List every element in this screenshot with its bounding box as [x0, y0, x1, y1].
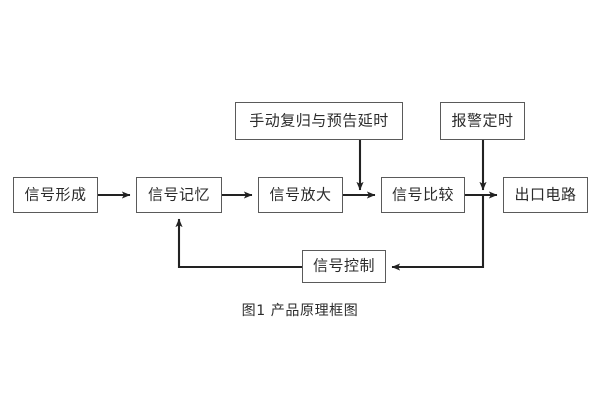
figure-caption: 图1 产品原理框图 — [241, 303, 359, 319]
node-label-signal-formation: 信号形成 — [24, 185, 87, 203]
node-label-signal-amplify: 信号放大 — [269, 185, 332, 203]
node-signal-control[interactable]: 信号控制 — [302, 250, 386, 283]
node-signal-formation[interactable]: 信号形成 — [13, 177, 98, 213]
node-signal-memory[interactable]: 信号记忆 — [136, 177, 222, 213]
node-signal-amplify[interactable]: 信号放大 — [258, 177, 343, 213]
edge-compare-to-control — [391, 195, 485, 271]
node-manual-reset-delay[interactable]: 手动复归与预告延时 — [235, 102, 403, 140]
node-label-output-circuit: 出口电路 — [514, 185, 577, 203]
node-alarm-timer[interactable]: 报警定时 — [440, 102, 525, 140]
node-label-alarm-timer: 报警定时 — [451, 111, 514, 129]
edge-control-to-memory — [175, 218, 302, 269]
node-label-signal-compare: 信号比较 — [391, 185, 454, 203]
node-label-manual-reset-delay: 手动复归与预告延时 — [249, 111, 389, 129]
node-output-circuit[interactable]: 出口电路 — [503, 177, 588, 213]
node-label-signal-memory: 信号记忆 — [147, 185, 210, 203]
node-signal-compare[interactable]: 信号比较 — [381, 177, 465, 213]
node-label-signal-control: 信号控制 — [312, 256, 375, 275]
